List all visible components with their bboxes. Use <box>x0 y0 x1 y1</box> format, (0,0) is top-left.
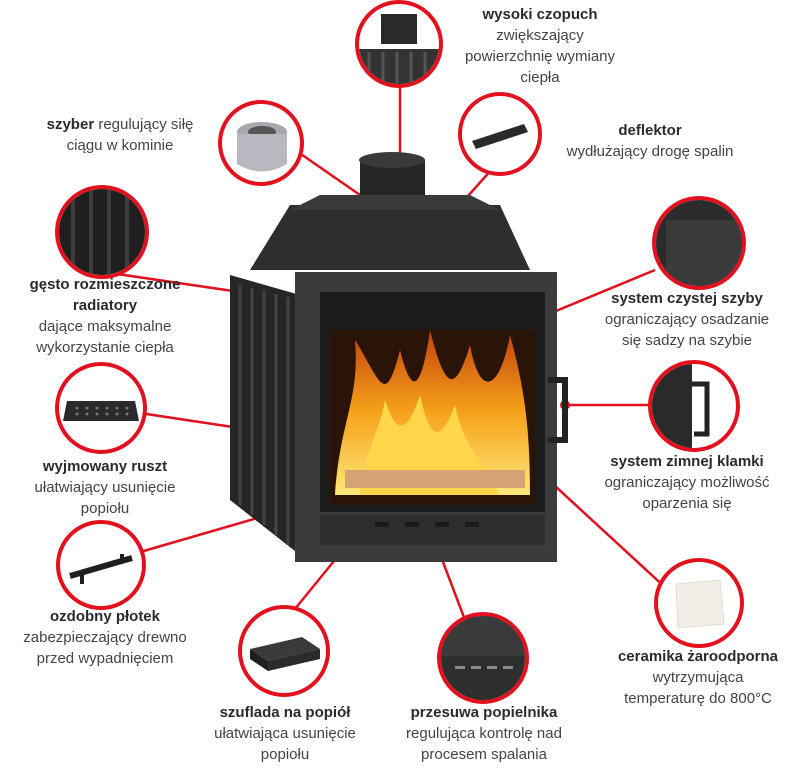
radiators-label: gęsto rozmieszczone radiatory dające mak… <box>5 274 205 358</box>
slider-title: przesuwa popielnika <box>410 704 558 721</box>
radiators-line-1: dające maksymalne <box>38 318 172 335</box>
glass-title: system czystej szyby <box>611 290 763 307</box>
damper-line-1: ciągu w kominie <box>66 137 174 154</box>
radiators-line-2: wykorzystanie ciepła <box>36 339 174 356</box>
damper-rest: regulujący siłę <box>94 116 194 133</box>
fence-line-1: zabezpieczający drewno <box>23 629 187 646</box>
chimney-line-1: zwiększający <box>496 27 584 44</box>
ceramic-title: ceramika żaroodporna <box>617 648 779 665</box>
drawer-line-2: popiołu <box>260 746 310 763</box>
handle-title: system zimnej klamki <box>610 453 764 470</box>
damper-label: szyber regulujący siłę ciągu w kominie <box>20 114 220 156</box>
fence-label: ozdobny płotek zabezpieczający drewno pr… <box>5 606 205 669</box>
chimney-thumbnail <box>355 0 443 88</box>
glass-thumbnail <box>652 196 746 290</box>
glass-line-1: ograniczający osadzanie <box>604 311 770 328</box>
deflector-thumbnail <box>458 92 542 176</box>
grate-title: wyjmowany ruszt <box>42 458 168 475</box>
deflector-label: deflektor wydłużający drogę spalin <box>540 120 760 162</box>
drawer-thumbnail <box>238 605 330 697</box>
ceramic-line-2: temperaturę do 800°C <box>624 690 772 707</box>
grate-label: wyjmowany ruszt ułatwiający usunięcie po… <box>10 456 200 519</box>
glass-line-2: się sadzy na szybie <box>621 332 753 349</box>
deflector-line-1: wydłużający drogę spalin <box>566 143 734 160</box>
chimney-label: wysoki czopuch zwiększający powierzchnię… <box>440 4 640 88</box>
slider-line-1: regulująca kontrolę nad <box>406 725 562 742</box>
radiators-title-2: radiatory <box>72 297 138 314</box>
slider-label: przesuwa popielnika regulująca kontrolę … <box>384 702 584 765</box>
drawer-label: szuflada na popiół ułatwiająca usunięcie… <box>190 702 380 765</box>
deflector-title: deflektor <box>618 122 682 139</box>
chimney-line-2: powierzchnię wymiany <box>464 48 616 65</box>
chimney-title: wysoki czopuch <box>482 6 598 23</box>
radiators-title-1: gęsto rozmieszczone <box>29 276 181 293</box>
damper-title: szyber <box>46 116 95 133</box>
handle-line-2: oparzenia się <box>642 495 732 512</box>
slider-line-2: procesem spalania <box>421 746 547 763</box>
fence-line-2: przed wypadnięciem <box>36 650 174 667</box>
handle-thumbnail <box>648 360 740 452</box>
chimney-line-3: ciepła <box>520 69 560 86</box>
damper-thumbnail <box>218 100 304 186</box>
glass-label: system czystej szyby ograniczający osadz… <box>582 288 792 351</box>
grate-line-1: ułatwiający usunięcie <box>34 479 176 496</box>
slider-thumbnail <box>437 612 529 704</box>
grate-line-2: popiołu <box>80 500 130 517</box>
ceramic-line-1: wytrzymująca <box>652 669 744 686</box>
drawer-line-1: ułatwiająca usunięcie <box>214 725 356 742</box>
handle-label: system zimnej klamki ograniczający możli… <box>582 451 792 514</box>
handle-line-1: ograniczający możliwość <box>604 474 770 491</box>
fence-thumbnail <box>56 520 146 610</box>
ceramic-label: ceramika żaroodporna wytrzymująca temper… <box>598 646 798 709</box>
fence-title: ozdobny płotek <box>50 608 160 625</box>
drawer-title: szuflada na popiół <box>219 704 351 721</box>
ceramic-thumbnail <box>654 558 744 648</box>
radiators-thumbnail <box>55 185 149 279</box>
grate-thumbnail <box>55 362 147 454</box>
